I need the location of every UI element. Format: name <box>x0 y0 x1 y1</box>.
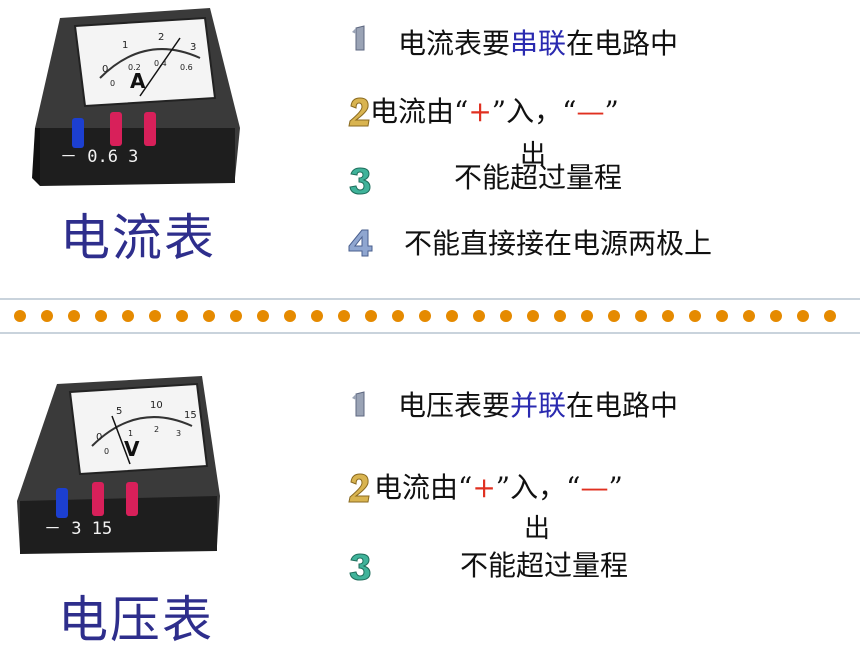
divider-dot <box>824 310 836 322</box>
divider-dot <box>689 310 701 322</box>
ammeter-scale-top-2: 2 <box>158 32 164 43</box>
divider-dot <box>770 310 782 322</box>
divider-dot <box>419 310 431 322</box>
ammeter-rule-1-highlight: 串联 <box>510 27 567 60</box>
divider-dot <box>743 310 755 322</box>
ammeter-scale-bottom-0: 0 <box>110 79 115 88</box>
divider-bottom-line <box>0 332 860 334</box>
divider-dot <box>662 310 674 322</box>
voltmeter-rule-1-text-b: 在电路中 <box>566 389 679 422</box>
voltmeter-scale-bottom-0: 0 <box>104 447 109 456</box>
divider-top-line <box>0 298 860 300</box>
divider-dot <box>392 310 404 322</box>
ammeter-rule-3: 不能超过量程 <box>454 161 623 194</box>
number-4-icon <box>346 228 373 257</box>
divider-dot <box>311 310 323 322</box>
ammeter-rule-2-text-b: ”入，“ <box>491 95 577 128</box>
voltmeter-terminal-15 <box>126 482 138 516</box>
voltmeter-scale-bottom-2: 2 <box>154 425 159 434</box>
divider-dot <box>203 310 215 322</box>
divider-dot <box>581 310 593 322</box>
voltmeter-rule-1-text-a: 电压表要 <box>398 389 511 422</box>
ammeter-negative-terminal <box>72 118 84 148</box>
ammeter-rule-1: 电流表要串联在电路中 <box>398 22 678 62</box>
divider-dot <box>797 310 809 322</box>
divider-dot <box>122 310 134 322</box>
voltmeter-title: 电压表 <box>58 591 214 649</box>
divider-dot <box>284 310 296 322</box>
number-2-icon <box>346 96 372 127</box>
ammeter-scale-bottom-2: 0.4 <box>154 59 167 68</box>
ammeter-scale-bottom-1: 0.2 <box>128 63 141 72</box>
divider-dot <box>473 310 485 322</box>
ammeter-scale-top-1: 1 <box>122 40 128 51</box>
voltmeter-rule-1-highlight: 并联 <box>510 389 567 422</box>
voltmeter-scale-bottom-3: 3 <box>176 429 181 438</box>
voltmeter-scale-bottom-1: 1 <box>128 429 133 438</box>
divider-dot <box>176 310 188 322</box>
ammeter-rule-2-text-c: ” <box>604 95 619 128</box>
voltmeter-negative-terminal <box>56 488 68 518</box>
ammeter-rule-2-plus: + <box>468 95 492 128</box>
ammeter-rule-1-text-a: 电流表要 <box>398 27 511 60</box>
divider-dot <box>716 310 728 322</box>
divider-dot <box>446 310 458 322</box>
ammeter-rule-2-text-a: 电流由“ <box>370 95 469 128</box>
divider-dot <box>95 310 107 322</box>
divider-dot <box>527 310 539 322</box>
voltmeter-scale-top-3: 15 <box>184 410 197 421</box>
dotted-divider <box>10 306 850 326</box>
voltmeter-rule-1: 电压表要并联在电路中 <box>398 384 678 424</box>
number-1-icon <box>348 390 374 418</box>
voltmeter-scale-top-1: 5 <box>116 406 122 417</box>
divider-dot <box>500 310 512 322</box>
ammeter-face-symbol: A <box>130 69 146 93</box>
voltmeter-face-symbol: V <box>124 437 140 461</box>
ammeter-terminal-06 <box>110 112 122 146</box>
divider-dot <box>14 310 26 322</box>
ammeter-terminal-labels: － 0.6 3 <box>60 147 138 167</box>
voltmeter-rule-2-minus: — <box>580 471 609 504</box>
voltmeter-terminal-labels: － 3 15 <box>44 519 112 539</box>
divider-dot <box>635 310 647 322</box>
ammeter-rule-2-minus: — <box>576 95 605 128</box>
ammeter-title: 电流表 <box>60 209 216 267</box>
number-1-icon <box>348 24 374 52</box>
ammeter-scale-bottom-3: 0.6 <box>180 63 193 72</box>
ammeter-rule-4: 不能直接接在电源两极上 <box>404 227 713 260</box>
voltmeter-rule-2-out: 出 <box>524 514 551 544</box>
divider-dot <box>365 310 377 322</box>
ammeter-rule-2-out: 出 <box>520 140 547 170</box>
number-3-icon <box>346 552 372 581</box>
voltmeter-rule-2-text-b: ”入，“ <box>495 471 581 504</box>
voltmeter-rule-2-text-a: 电流由“ <box>374 471 473 504</box>
divider-dot <box>257 310 269 322</box>
voltmeter-rule-2-text-c: ” <box>608 471 623 504</box>
number-2-icon <box>346 472 372 503</box>
ammeter-scale-top-0: 0 <box>102 64 108 75</box>
voltmeter-rule-3: 不能超过量程 <box>460 549 629 582</box>
ammeter-image: 0 1 2 3 0 0.2 0.4 0.6 A － 0.6 3 <box>30 8 245 198</box>
voltmeter-rule-2-plus: + <box>472 471 496 504</box>
divider-dot <box>41 310 53 322</box>
voltmeter-image: 0 5 10 15 0 1 2 3 V － 3 15 <box>12 376 227 566</box>
divider-dot <box>554 310 566 322</box>
voltmeter-scale-top-0: 0 <box>96 432 102 443</box>
number-3-icon <box>346 166 372 195</box>
ammeter-rule-1-text-b: 在电路中 <box>566 27 679 60</box>
divider-dot <box>149 310 161 322</box>
divider-dot <box>230 310 242 322</box>
voltmeter-rule-2: 电流由“+”入，“—” <box>374 466 623 506</box>
divider-dot <box>68 310 80 322</box>
divider-dot <box>338 310 350 322</box>
ammeter-scale-top-3: 3 <box>190 42 196 53</box>
voltmeter-scale-top-2: 10 <box>150 400 163 411</box>
ammeter-rule-2: 电流由“+”入，“—” <box>370 90 619 130</box>
ammeter-terminal-3 <box>144 112 156 146</box>
voltmeter-terminal-3 <box>92 482 104 516</box>
divider-dot <box>608 310 620 322</box>
